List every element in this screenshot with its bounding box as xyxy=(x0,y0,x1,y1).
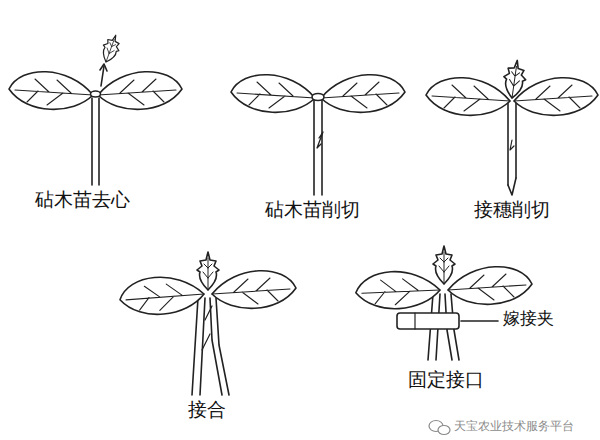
seedling-1 xyxy=(9,32,182,185)
step-label: 固定接口 xyxy=(408,368,484,391)
seedling-5 xyxy=(354,246,532,360)
grafting-clip xyxy=(397,313,459,329)
watermark: 天宝农业技术服务平台 xyxy=(454,419,574,433)
watermark-icon xyxy=(429,421,450,435)
part-label: 嫁接夹 xyxy=(503,308,554,328)
step-label: 砧木苗去心 xyxy=(35,188,130,211)
seedling-2 xyxy=(231,75,405,195)
step-label: 接合 xyxy=(188,398,226,421)
seedling-4 xyxy=(118,252,296,395)
seedling-3 xyxy=(426,59,598,195)
leader-line xyxy=(461,320,498,322)
step-label: 接穗削切 xyxy=(474,198,550,221)
step-label: 砧木苗削切 xyxy=(265,198,360,221)
